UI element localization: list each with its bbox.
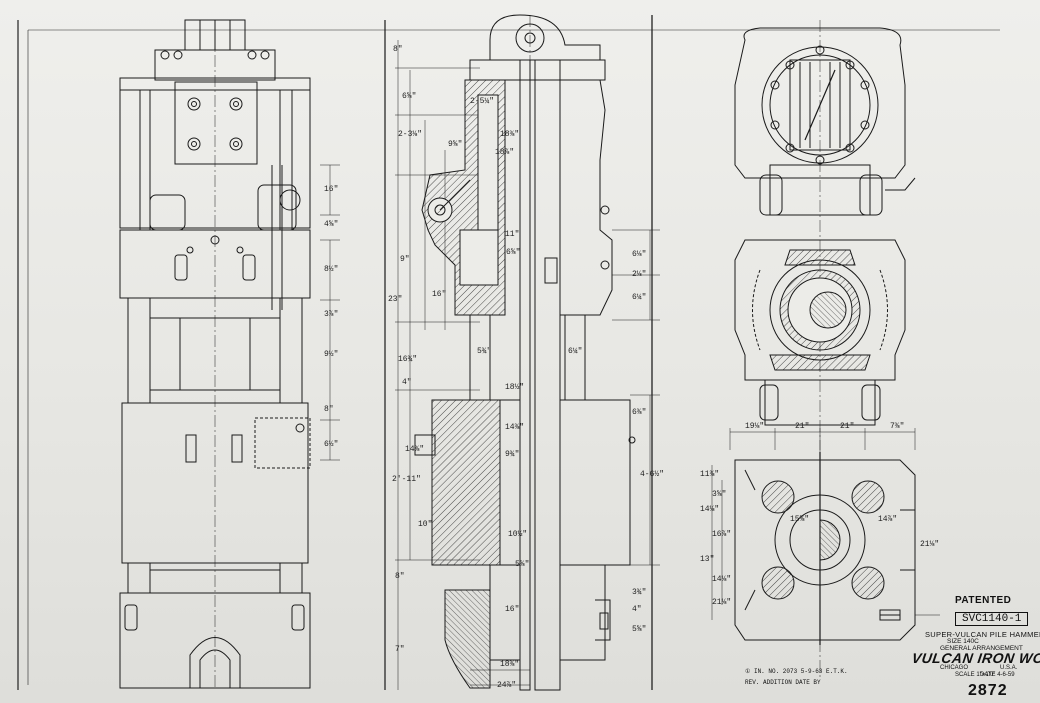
size-line: SIZE 140C	[947, 638, 979, 645]
dim-label: 2-5¼"	[470, 97, 495, 106]
dim-label: 14⅜"	[405, 445, 425, 454]
dim-label: 2⅛"	[632, 270, 647, 279]
dim-label: 8"	[395, 572, 405, 581]
dim-label: 14⅞"	[878, 515, 898, 524]
dim-label: 8½"	[324, 265, 339, 274]
dim-label: 4"	[402, 378, 412, 387]
dim-label: 18⅜"	[500, 130, 520, 139]
dim-label: 14⅛"	[700, 505, 720, 514]
dim-label: 15⅝"	[790, 515, 810, 524]
drawing-date: DATE 4-6-59	[980, 672, 1015, 678]
cross-section	[734, 239, 906, 426]
dim-label: 11"	[505, 230, 520, 239]
dim-label: 9⅝"	[448, 140, 463, 149]
company-city: CHICAGO	[940, 665, 969, 671]
product-line: SUPER-VULCAN PILE HAMMER	[925, 630, 1040, 639]
dim-label: 21⅛"	[920, 540, 940, 549]
dim-label: 7⅜"	[890, 422, 905, 431]
dim-label: 6⅝"	[506, 248, 521, 257]
dim-label: 21"	[840, 422, 855, 431]
dim-label: 6¼"	[568, 347, 583, 356]
dim-label: 21"	[795, 422, 810, 431]
dim-label: 3⅝"	[712, 490, 727, 499]
dim-label: 9"	[400, 255, 410, 264]
dim-label: 24⅞"	[497, 681, 517, 690]
company-country: U.S.A.	[1000, 665, 1018, 671]
dim-label: 4-6½"	[640, 470, 665, 479]
dim-label: 10"	[418, 520, 433, 529]
dim-label: 23"	[388, 295, 403, 304]
dim-label: 5⅝"	[515, 560, 530, 569]
dim-label: 3⅞"	[324, 310, 339, 319]
patented-label: PATENTED	[955, 595, 1012, 606]
dim-label: 4⅝"	[324, 220, 339, 229]
revision-header: REV. ADDITION DATE BY	[745, 679, 821, 686]
revision-entry: ① IN. NO. 2073 5-9-63 E.T.K.	[745, 668, 848, 675]
dim-label: 7"	[395, 645, 405, 654]
dim-label: 6¼"	[632, 293, 647, 302]
top-flange-bolts	[770, 45, 870, 165]
dim-label: 19⅛"	[745, 422, 765, 431]
dim-label: 2'-11"	[392, 475, 421, 484]
dim-label: 9¾"	[505, 450, 520, 459]
dim-label: 18⅞"	[495, 148, 515, 157]
dim-label: 14⅜"	[505, 423, 525, 432]
dim-label: 10½"	[508, 530, 528, 539]
dim-label: 18½"	[505, 383, 525, 392]
company-name: VULCAN IRON WORKS	[910, 650, 1040, 666]
patent-number: SVC1140-1	[955, 612, 1029, 626]
dim-label: 11⅜"	[700, 470, 720, 479]
dim-label: 13"	[700, 555, 715, 564]
side-section	[384, 14, 660, 691]
dim-label: 16⅞"	[712, 530, 732, 539]
upper-bolts	[187, 97, 243, 151]
dim-label: 8"	[393, 45, 403, 54]
dim-label: 16¾"	[398, 355, 418, 364]
dim-label: 4"	[632, 605, 642, 614]
dim-label: 21⅛"	[712, 598, 732, 607]
sheet-description: GENERAL ARRANGEMENT	[940, 645, 1023, 652]
dim-label: 16"	[505, 605, 520, 614]
drawing-scale: SCALE 1"=1'0"	[955, 672, 996, 678]
dim-label: 5¾"	[477, 347, 492, 356]
dim-label: 6⅜"	[632, 408, 647, 417]
dim-label: 6⅛"	[632, 250, 647, 259]
cap-bolts	[160, 50, 270, 60]
dim-label: 9½"	[324, 350, 339, 359]
dim-label: 6⅝"	[402, 92, 417, 101]
dim-label: 5⅝"	[632, 625, 647, 634]
sheet-border	[17, 20, 1000, 690]
dim-label: 3¾"	[632, 588, 647, 597]
dim-label: 18⅜"	[500, 660, 520, 669]
dim-label: 16"	[324, 185, 339, 194]
top-view	[734, 20, 916, 680]
dim-label: 16"	[432, 290, 447, 299]
dim-label: 6½"	[324, 440, 339, 449]
dim-label: 2-3⅛"	[398, 130, 423, 139]
dim-label: 8"	[324, 405, 334, 414]
drawing-number: 2872	[968, 682, 1008, 699]
dim-label: 14⅛"	[712, 575, 732, 584]
plan-section	[711, 428, 940, 645]
front-elevation	[119, 19, 340, 690]
